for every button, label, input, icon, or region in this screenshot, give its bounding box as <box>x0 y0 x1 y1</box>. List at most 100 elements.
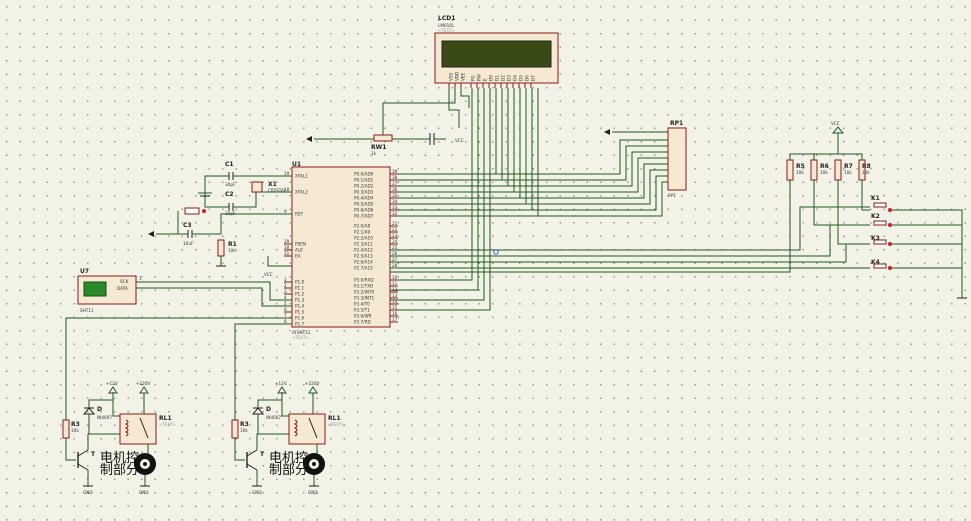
mcu-pin-label: P2.3/A11 <box>354 242 373 247</box>
r1-body <box>217 239 225 257</box>
mcu-pin-num: 17 <box>392 317 398 322</box>
resistor-pack-rp1[interactable]: RP1 RP1 <box>398 120 687 217</box>
r7-value: 10k <box>844 170 852 175</box>
key-k3[interactable]: K3 <box>871 235 892 246</box>
plus12-wire <box>257 392 283 408</box>
mcu-pin-num: 36 <box>392 187 398 192</box>
mcu-u1[interactable]: U1 AT89C51 <TEXT> XTAL119XTAL218RST9PSEN… <box>284 161 398 340</box>
sensor-u7[interactable]: U7 SHT11 SCK DATA 1 <box>77 268 292 313</box>
x1-crystal <box>251 181 263 193</box>
lcd-text: <TEXT> <box>438 28 455 33</box>
mcu-pin-label: P1.2 <box>295 292 305 297</box>
mcu-pin-num: 2 <box>284 283 287 288</box>
r8-value: 10k <box>862 170 870 175</box>
relay-block[interactable]: R310kTGNDDIN4007+12V+220VRL1<TEXT>GND电机控… <box>231 381 345 495</box>
vcc-label-keys: VCC <box>831 121 840 126</box>
r7-body <box>834 159 842 181</box>
mcu-pin-label: P2.7/A15 <box>354 266 373 271</box>
mcu-pin-num: 38 <box>392 175 398 180</box>
reset-circuit[interactable]: C3 10uF R1 10k VCC <box>148 207 292 277</box>
r6-value: 10k <box>820 170 828 175</box>
rw1-ref: RW1 <box>371 144 386 151</box>
rp1-wire <box>398 145 668 181</box>
vcc-arrow-icon <box>306 136 312 142</box>
motor-label-line1: 电机控 <box>269 451 308 466</box>
x1-ref: X1 <box>268 181 277 188</box>
plus220-label: +220V <box>136 381 151 386</box>
mcu-pin-label: P0.2/AD2 <box>354 184 374 189</box>
mcu-pin-label: P3.4/T0 <box>354 302 370 307</box>
mcu-pin-label: P3.2/INT0 <box>354 290 375 295</box>
d-ref: D <box>97 406 102 413</box>
mcu-pin-num: 18 <box>284 187 290 192</box>
lcd-pin-label: D2 <box>501 75 506 81</box>
relay-body <box>288 413 326 445</box>
mcu-pin-num: 7 <box>284 313 287 318</box>
mcu-pin-num: 19 <box>284 171 290 176</box>
lcd-pin-label: D6 <box>525 75 530 81</box>
mcu-pin-label: P1.3 <box>295 298 305 303</box>
u7-pin-num: 1 <box>139 276 142 281</box>
vcc-arrow-icon <box>831 126 845 134</box>
mcu-pin-num: 12 <box>392 287 398 292</box>
mcu-pin-label: P1.1 <box>295 286 305 291</box>
rw1-value: 1k <box>371 151 377 156</box>
key-led-icon <box>888 242 892 246</box>
plus12-arrow-icon <box>108 386 118 394</box>
r6-ref: R6 <box>820 163 829 170</box>
rp1-wires <box>398 139 668 217</box>
u7-sck: SCK <box>120 279 129 284</box>
motor-label-line1: 电机控 <box>100 451 139 466</box>
rl-ref: RL1 <box>328 415 341 422</box>
mcu-pin-num: 28 <box>392 263 398 268</box>
key-k2[interactable]: K2 <box>871 213 892 227</box>
lcd-pin-label: RW <box>477 74 482 81</box>
lcd-wiring <box>382 88 539 311</box>
r3-value: 10k <box>71 428 79 433</box>
u7-data: DATA <box>117 286 128 291</box>
relay1-control-wire <box>65 317 292 420</box>
mcu-body <box>291 166 391 328</box>
key-pullups[interactable]: VCC R5 10k R6 10k R7 10k R8 10k <box>390 121 967 299</box>
relay-body <box>119 413 157 445</box>
mcu-pin-label: P2.1/A9 <box>354 230 370 235</box>
mcu-pin-num: 37 <box>392 181 398 186</box>
r3-body <box>62 419 70 439</box>
r6-body <box>810 159 818 181</box>
k3-label: K3 <box>871 235 880 242</box>
r3-body <box>231 419 239 439</box>
diode-icon <box>82 407 96 415</box>
mcu-pin-num: 3 <box>284 289 287 294</box>
plus220-arrow-icon <box>139 386 149 394</box>
r1-ref: R1 <box>228 241 237 248</box>
reset-button[interactable] <box>184 207 200 215</box>
relay-block[interactable]: R310kTGNDDIN4007+12V+220VRL1<TEXT>GND电机控… <box>62 381 176 495</box>
mcu-text: <TEXT> <box>292 335 309 340</box>
u7-model: SHT11 <box>80 308 94 313</box>
mcu-pin-num: 23 <box>392 233 398 238</box>
q-ref: T <box>260 451 265 458</box>
mcu-pin-num: 5 <box>284 301 287 306</box>
relay-blocks[interactable]: R310kTGNDDIN4007+12V+220VRL1<TEXT>GND电机控… <box>62 381 345 495</box>
mcu-pin-label: P0.0/AD0 <box>354 172 374 177</box>
vcc-arrow-icon <box>604 129 610 135</box>
rp1-model: RP1 <box>668 193 676 198</box>
mcu-pin-label: XTAL1 <box>295 174 308 179</box>
mcu-pin-label: P3.6/WR <box>354 314 372 319</box>
oscillator-circuit[interactable]: C1 30pF C2 30pF X1 CRYSTAL <box>198 161 292 216</box>
lcd-pin-label: E <box>483 78 488 81</box>
key-k4[interactable]: K4 <box>871 259 892 270</box>
rp1-ref: RP1 <box>670 120 683 127</box>
mcu-pin-label: P2.5/A13 <box>354 254 373 259</box>
mcu-pin-num: 30 <box>284 245 290 250</box>
plus12-label: +12V <box>106 381 118 386</box>
k2-label: K2 <box>871 213 880 220</box>
plus220-arrow-icon <box>308 386 318 394</box>
mcu-pin-num: 11 <box>392 281 398 286</box>
rw1-potentiometer[interactable]: RW1 1k VCC <box>306 133 464 156</box>
lcd-model: LM016L <box>438 23 455 28</box>
mcu-pin-num: 29 <box>284 239 290 244</box>
key-k1[interactable]: K1 <box>871 195 892 212</box>
